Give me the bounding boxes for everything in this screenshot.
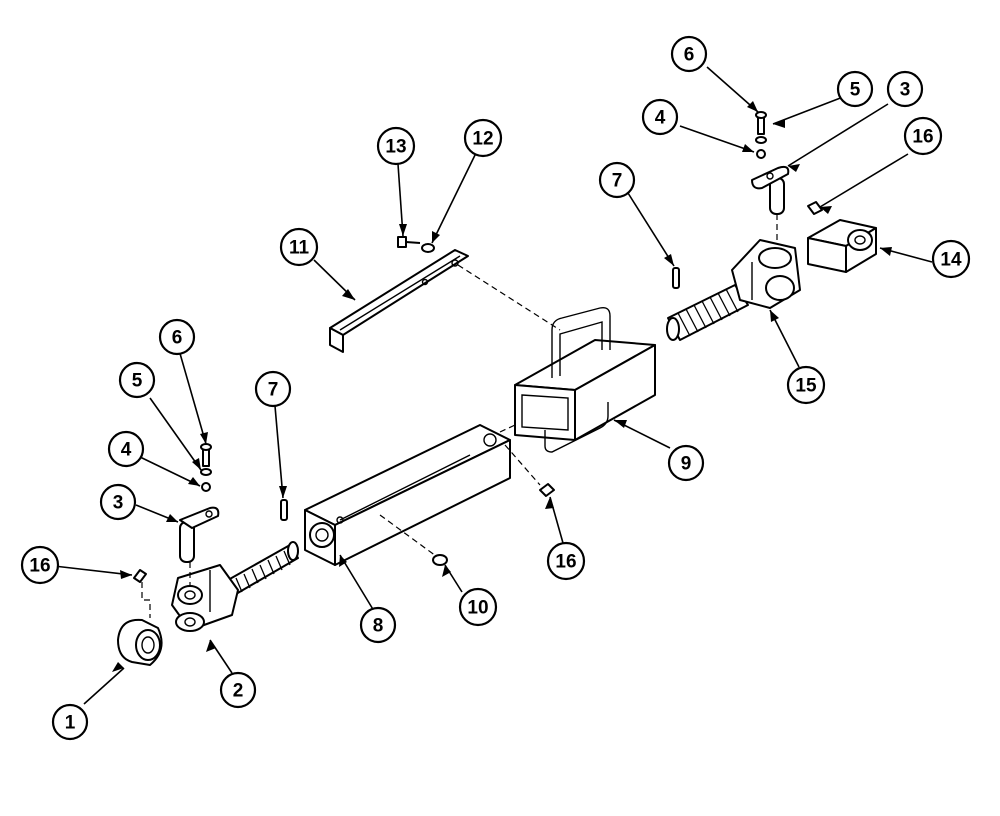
right-screw-6: [755, 111, 767, 135]
svg-text:9: 9: [681, 454, 692, 475]
callout-16-left: 16: [20, 545, 60, 585]
bracket-plate: [329, 249, 561, 353]
callout-13: 13: [376, 126, 416, 166]
svg-text:5: 5: [850, 80, 861, 101]
callout-4-left: 4: [107, 430, 145, 468]
tube-grease-fitting: [504, 444, 555, 497]
washer-12: [421, 243, 435, 253]
callout-2: 2: [219, 671, 257, 709]
bolt-13: [397, 236, 421, 248]
callout-16-tube: 16: [546, 541, 586, 581]
svg-text:8: 8: [373, 616, 384, 637]
callout-9: 9: [667, 444, 705, 482]
right-clevis-pin: [751, 165, 790, 215]
svg-text:5: 5: [132, 371, 143, 392]
svg-text:6: 6: [684, 45, 695, 66]
svg-text:3: 3: [113, 493, 124, 514]
callout-16-right: 16: [903, 116, 943, 156]
left-pin-7: [280, 499, 288, 521]
svg-text:16: 16: [29, 556, 50, 577]
left-clevis-pin: [179, 506, 220, 563]
tube-body: [304, 424, 511, 566]
callout-3-right: 3: [886, 70, 924, 108]
callout-7-left: 7: [254, 370, 292, 408]
right-threaded-rod: [666, 284, 749, 341]
arrowheads: [112, 101, 892, 672]
callout-4-right: 4: [641, 98, 679, 136]
svg-text:15: 15: [795, 376, 817, 397]
svg-text:16: 16: [555, 552, 576, 573]
svg-text:7: 7: [612, 171, 623, 192]
left-clevis: [171, 564, 239, 632]
svg-text:4: 4: [121, 440, 132, 461]
callout-12: 12: [463, 118, 503, 158]
callout-5-left: 5: [118, 361, 156, 399]
callout-11: 11: [279, 227, 319, 267]
left-washer-4: [201, 482, 211, 492]
left-grease-fitting: [133, 569, 151, 618]
right-washer-5: [755, 136, 767, 144]
callout-10: 10: [458, 587, 498, 627]
callout-6-right: 6: [670, 35, 708, 73]
plug-10: [379, 514, 448, 566]
left-screw-6: [200, 443, 212, 467]
svg-text:7: 7: [268, 380, 279, 401]
svg-text:6: 6: [172, 328, 183, 349]
left-threaded-rod: [227, 541, 299, 595]
left-ball-socket: [117, 618, 163, 666]
svg-text:10: 10: [467, 598, 488, 619]
callout-3-left: 3: [99, 483, 137, 521]
callout-14: 14: [931, 239, 971, 279]
right-grease-fitting: [807, 201, 823, 215]
right-clevis: [731, 239, 801, 309]
svg-text:13: 13: [385, 137, 406, 158]
callout-1: 1: [51, 703, 89, 741]
svg-text:1: 1: [65, 713, 76, 734]
svg-text:2: 2: [233, 681, 244, 702]
callout-8: 8: [359, 606, 397, 644]
callout-15: 15: [786, 365, 826, 405]
left-washer-5: [200, 468, 212, 476]
svg-text:16: 16: [912, 127, 933, 148]
callout-6-left: 6: [158, 318, 196, 356]
right-pin-7: [672, 267, 680, 289]
svg-text:11: 11: [289, 238, 310, 259]
svg-text:12: 12: [472, 129, 493, 150]
right-washer-4: [756, 149, 766, 159]
right-ball-socket: [807, 219, 877, 273]
sleeve-body: [499, 306, 656, 453]
callout-7-right: 7: [598, 161, 636, 199]
svg-text:14: 14: [940, 250, 962, 271]
svg-text:4: 4: [655, 108, 666, 129]
callout-5-right: 5: [836, 70, 874, 108]
svg-text:3: 3: [900, 80, 911, 101]
